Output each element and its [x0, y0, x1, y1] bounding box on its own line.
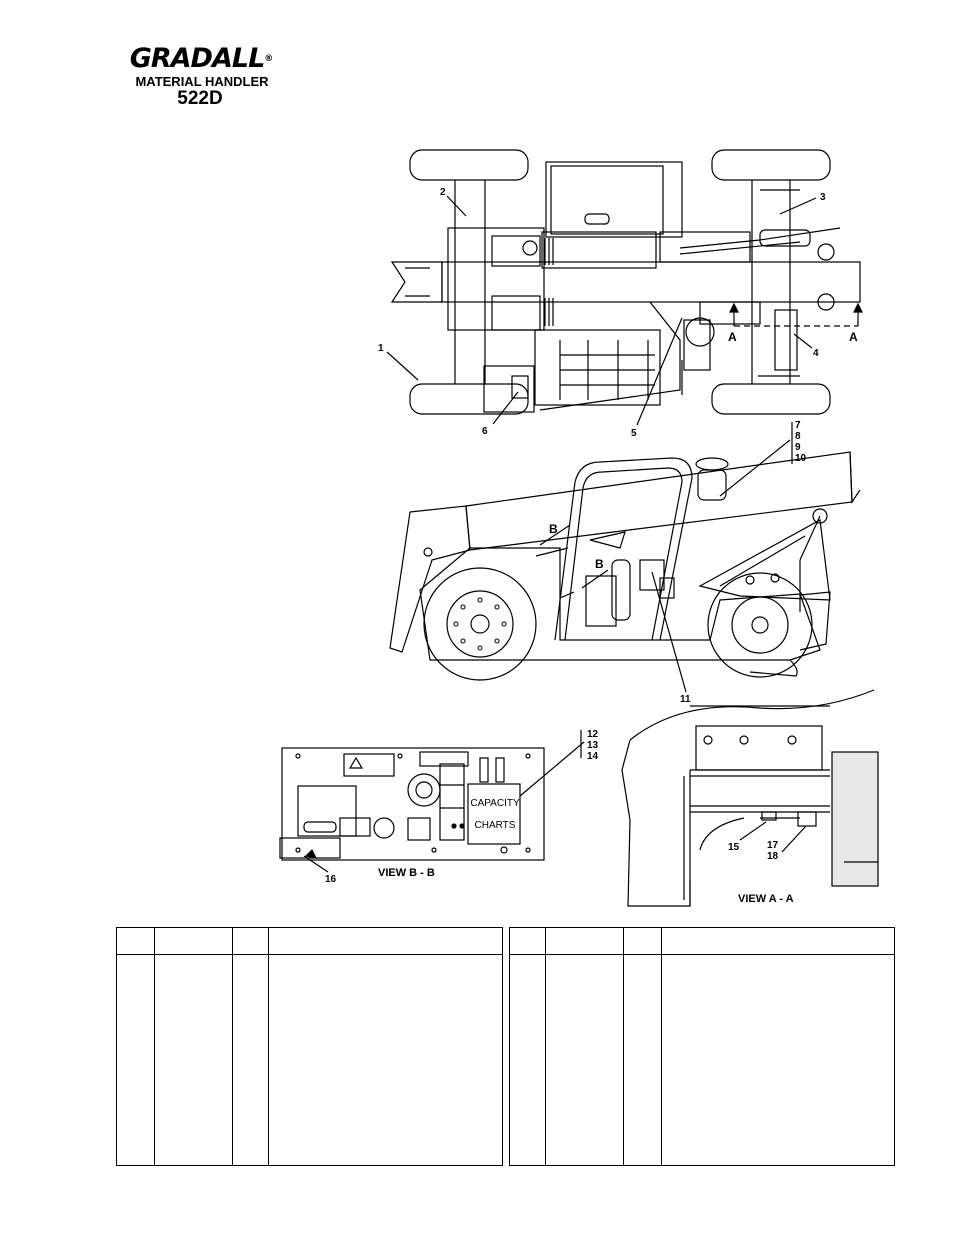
callout-8: 8 [795, 431, 801, 442]
column-header [623, 927, 662, 955]
callout-11: 11 [680, 694, 691, 705]
table-row [116, 954, 503, 1166]
leader-5 [636, 317, 683, 426]
table-row [509, 954, 895, 1166]
brand-name: GRADALL [129, 43, 266, 74]
leader-11 [651, 571, 687, 693]
capacity-line-1: CAPACITY [470, 798, 520, 809]
column-header [116, 927, 155, 955]
callout-5: 5 [631, 428, 637, 439]
callout-15: 15 [728, 842, 740, 853]
callout-10: 10 [795, 453, 807, 464]
column-header [232, 927, 269, 955]
callout-13: 13 [587, 740, 599, 751]
callout-6: 6 [482, 426, 488, 437]
capacity-line-2: CHARTS [474, 820, 516, 831]
leader-16-arrow [304, 848, 318, 859]
registered-mark: ® [264, 54, 273, 64]
callout-4: 4 [813, 348, 819, 359]
section-mark-a-left: A [728, 330, 737, 344]
column-header [154, 927, 233, 955]
view-aa-label: VIEW A - A [738, 893, 794, 905]
callout-12: 12 [587, 729, 599, 740]
technical-drawing [279, 149, 879, 907]
model-number: 522D [177, 88, 223, 109]
callout-7: 7 [795, 420, 801, 431]
document-subtitle: MATERIAL HANDLER [135, 74, 269, 89]
view-bb-label: VIEW B - B [378, 867, 435, 879]
leader-16 [303, 855, 329, 873]
callout-2: 2 [440, 187, 446, 198]
view-aa-drawing [621, 689, 879, 907]
column-header [661, 927, 895, 955]
view-bb-drawing [279, 747, 545, 861]
table-header-row [509, 927, 895, 955]
column-header [545, 927, 624, 955]
leader-2 [446, 195, 467, 217]
callout-3: 3 [820, 192, 826, 203]
section-mark-b-upper: B [549, 522, 558, 536]
side-view-drawing [389, 451, 861, 681]
capacity-charts-label: CAPACITY CHARTS [467, 797, 523, 832]
callout-16: 16 [325, 874, 337, 885]
leader-1 [386, 351, 419, 381]
callout-18: 18 [767, 851, 779, 862]
section-mark-b-lower: B [595, 557, 604, 571]
section-mark-a-right: A [849, 330, 858, 344]
column-header [509, 927, 546, 955]
column-header [268, 927, 503, 955]
leader-4 [793, 333, 813, 349]
parts-table-right [509, 927, 895, 1166]
parts-table-left [116, 927, 503, 1166]
leader-7-10 [719, 439, 791, 497]
leader-3 [779, 197, 817, 215]
top-view-drawing [390, 149, 863, 415]
callout-1: 1 [378, 343, 384, 354]
leader-15 [739, 821, 767, 841]
callout-14: 14 [587, 751, 599, 762]
leader-6 [492, 391, 519, 425]
leader-17-18 [781, 825, 807, 853]
table-header-row [116, 927, 503, 955]
leader-12-14 [519, 741, 585, 797]
callout-17: 17 [767, 840, 779, 851]
brand-logo: GRADALL® [126, 44, 276, 74]
callout-9: 9 [795, 442, 801, 453]
